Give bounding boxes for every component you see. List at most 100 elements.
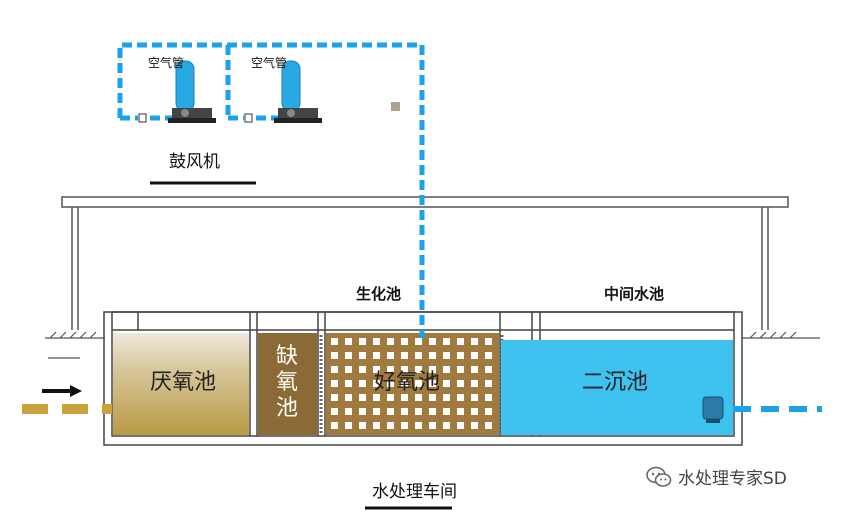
media-cell bbox=[373, 394, 380, 401]
media-cell bbox=[429, 366, 436, 373]
media-cell bbox=[415, 352, 422, 359]
media-cell bbox=[345, 380, 352, 387]
blower-label: 鼓风机 bbox=[169, 152, 220, 172]
media-cell bbox=[359, 352, 366, 359]
media-cell bbox=[471, 352, 478, 359]
media-cell bbox=[373, 380, 380, 387]
air-tank-label: 空气管 bbox=[251, 56, 288, 70]
media-cell bbox=[443, 366, 450, 373]
media-cell bbox=[387, 352, 394, 359]
media-cell bbox=[471, 380, 478, 387]
media-cell bbox=[373, 338, 380, 345]
media-cell bbox=[387, 408, 394, 415]
media-cell bbox=[373, 366, 380, 373]
media-cell bbox=[457, 394, 464, 401]
media-cell bbox=[345, 422, 352, 429]
pump-icon bbox=[702, 396, 724, 423]
media-cell bbox=[429, 394, 436, 401]
media-cell bbox=[457, 408, 464, 415]
media-cell bbox=[485, 352, 492, 359]
building-frame bbox=[61, 196, 789, 330]
media-cell bbox=[359, 380, 366, 387]
valve-marker bbox=[391, 102, 400, 111]
influent-arrow-icon bbox=[42, 385, 82, 397]
media-cell bbox=[415, 394, 422, 401]
building-label: 水处理车间 bbox=[372, 482, 457, 502]
media-cell bbox=[373, 422, 380, 429]
media-cell bbox=[331, 408, 338, 415]
aerobic-tank bbox=[326, 333, 499, 435]
watermark: 水处理专家SD bbox=[646, 464, 787, 489]
media-cell bbox=[331, 366, 338, 373]
media-cell bbox=[429, 338, 436, 345]
media-cell bbox=[345, 408, 352, 415]
media-cell bbox=[485, 338, 492, 345]
intermediate-pool-label: 中间水池 bbox=[604, 285, 665, 303]
media-cell bbox=[401, 338, 408, 345]
anoxic-tank-label: 缺氧池 bbox=[275, 344, 298, 421]
media-cell bbox=[443, 380, 450, 387]
media-cell bbox=[471, 394, 478, 401]
media-cell bbox=[485, 422, 492, 429]
influent-pipe bbox=[22, 385, 112, 414]
media-cell bbox=[457, 352, 464, 359]
anaerobic-tank bbox=[113, 333, 249, 435]
media-cell bbox=[457, 380, 464, 387]
blower-icon bbox=[168, 60, 216, 123]
media-cell bbox=[331, 380, 338, 387]
media-cell bbox=[457, 366, 464, 373]
media-cell bbox=[443, 338, 450, 345]
secondary-clarifier-label: 二沉池 bbox=[582, 370, 649, 395]
media-cell bbox=[345, 338, 352, 345]
media-cell bbox=[443, 394, 450, 401]
media-cell bbox=[345, 394, 352, 401]
media-cell bbox=[443, 352, 450, 359]
media-cell bbox=[471, 422, 478, 429]
media-cell bbox=[429, 352, 436, 359]
wechat-icon bbox=[646, 466, 672, 487]
media-cell bbox=[401, 380, 408, 387]
media-cell bbox=[429, 380, 436, 387]
media-cell bbox=[331, 394, 338, 401]
media-cell bbox=[415, 366, 422, 373]
media-cell bbox=[373, 352, 380, 359]
media-cell bbox=[457, 338, 464, 345]
media-cell bbox=[359, 338, 366, 345]
media-cell bbox=[373, 408, 380, 415]
media-cell bbox=[359, 422, 366, 429]
media-cell bbox=[331, 352, 338, 359]
media-cell bbox=[429, 422, 436, 429]
media-cell bbox=[485, 408, 492, 415]
process-group-label: 生化池 bbox=[356, 285, 402, 303]
media-cell bbox=[345, 366, 352, 373]
media-cell bbox=[401, 352, 408, 359]
media-cell bbox=[415, 422, 422, 429]
ground-line bbox=[45, 331, 820, 359]
media-cell bbox=[387, 366, 394, 373]
watermark-text: 水处理专家SD bbox=[678, 469, 787, 489]
media-cell bbox=[401, 394, 408, 401]
media-cell bbox=[485, 380, 492, 387]
media-cell bbox=[471, 408, 478, 415]
media-cell bbox=[359, 394, 366, 401]
media-cell bbox=[429, 408, 436, 415]
media-cell bbox=[401, 366, 408, 373]
blower-icon bbox=[274, 60, 322, 123]
media-cell bbox=[359, 366, 366, 373]
media-cell bbox=[415, 408, 422, 415]
anoxic-tank bbox=[258, 333, 317, 435]
media-cell bbox=[471, 366, 478, 373]
media-cell bbox=[387, 422, 394, 429]
media-cell bbox=[331, 422, 338, 429]
media-cell bbox=[415, 338, 422, 345]
media-cell bbox=[331, 338, 338, 345]
media-cell bbox=[443, 422, 450, 429]
media-cell bbox=[401, 408, 408, 415]
media-cell bbox=[415, 380, 422, 387]
media-cell bbox=[443, 408, 450, 415]
media-cell bbox=[471, 338, 478, 345]
secondary-clarifier-tank bbox=[501, 340, 733, 435]
media-cell bbox=[457, 422, 464, 429]
